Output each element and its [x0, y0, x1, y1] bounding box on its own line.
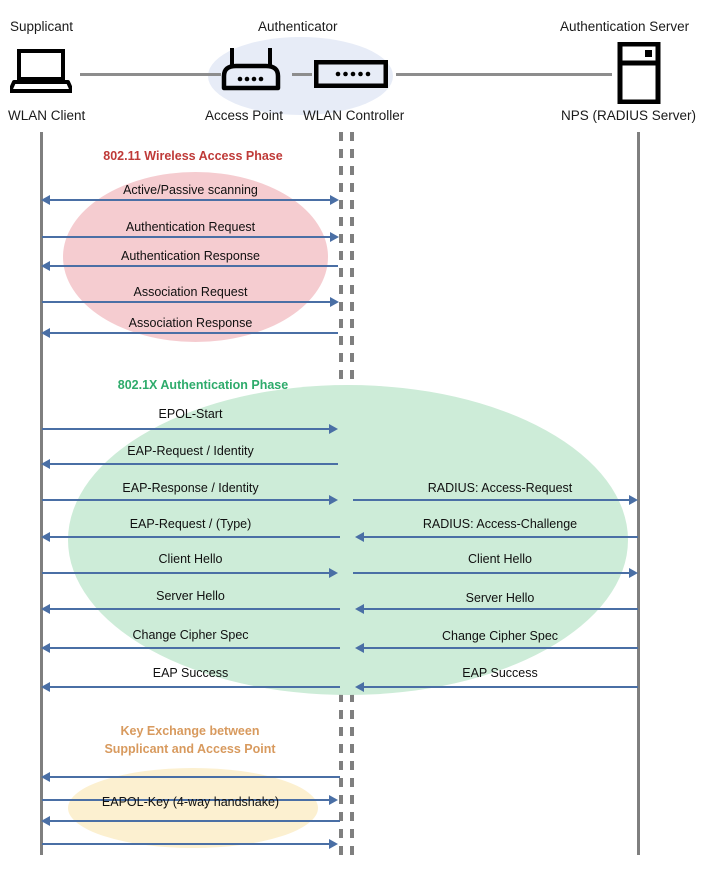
- msg-label-server-hello-left: Server Hello: [156, 589, 225, 603]
- msg-label-active-passive-scanning: Active/Passive scanning: [123, 183, 258, 197]
- msg-arrow-radius-access-challenge: [362, 536, 638, 538]
- msg-label-radius-access-request: RADIUS: Access-Request: [427, 481, 573, 495]
- msg-arrow-epol-start: [42, 428, 330, 430]
- msg-label-client-hello-left: Client Hello: [158, 552, 223, 566]
- authenticator-group-ellipse: [208, 37, 393, 115]
- laptop-icon: [8, 48, 74, 98]
- msg-arrow-association-response: [48, 332, 338, 334]
- msg-arrowhead-client-hello-right: [629, 568, 638, 578]
- msg-label-association-request: Association Request: [133, 285, 248, 299]
- msg-arrowhead-authentication-response: [41, 261, 50, 271]
- msg-label-eap-success-right: EAP Success: [462, 666, 538, 680]
- msg-arrowhead-right-active-passive-scanning: [330, 195, 339, 205]
- msg-label-radius-access-challenge: RADIUS: Access-Challenge: [422, 517, 578, 531]
- msg-arrowhead-eapol-key-4: [329, 839, 338, 849]
- msg-arrowhead-radius-access-challenge: [355, 532, 364, 542]
- msg-arrowhead-client-hello-left: [329, 568, 338, 578]
- msg-label-epol-start: EPOL-Start: [158, 407, 223, 421]
- msg-arrowhead-left-active-passive-scanning: [41, 195, 50, 205]
- access-point-icon: [216, 46, 286, 99]
- msg-arrowhead-epol-start: [329, 424, 338, 434]
- msg-arrowhead-radius-access-request: [629, 495, 638, 505]
- msg-arrow-eapol-key-3: [48, 820, 340, 822]
- msg-label-eap-request-identity: EAP-Request / Identity: [127, 444, 254, 458]
- server-icon: [617, 41, 661, 109]
- msg-arrowhead-eap-request-type: [41, 532, 50, 542]
- msg-arrow-authentication-response: [48, 265, 338, 267]
- msg-arrowhead-eapol-key-3: [41, 816, 50, 826]
- msg-label-change-cipher-spec-right: Change Cipher Spec: [441, 629, 559, 643]
- msg-label-client-hello-right: Client Hello: [468, 552, 532, 566]
- phase-title-80211: 802.11 Wireless Access Phase: [103, 149, 283, 163]
- msg-arrow-authentication-request: [42, 236, 336, 238]
- msg-label-eap-response-identity: EAP-Response / Identity: [122, 481, 259, 495]
- msg-arrow-eap-success-right: [362, 686, 638, 688]
- link-controller-to-server: [396, 73, 612, 76]
- phase-title-key-line1: Key Exchange between: [120, 724, 260, 738]
- msg-arrowhead-authentication-request: [330, 232, 339, 242]
- link-client-to-ap: [80, 73, 221, 76]
- actor-role-authenticator: Authenticator: [258, 19, 338, 34]
- msg-label-association-response: Association Response: [128, 316, 253, 330]
- actor-role-authentication-server: Authentication Server: [560, 19, 690, 34]
- msg-arrow-active-passive-scanning: [48, 199, 336, 201]
- link-ap-to-controller: [292, 73, 312, 76]
- msg-arrowhead-server-hello-left: [41, 604, 50, 614]
- phase-title-key: Key Exchange between Supplicant and Acce…: [90, 722, 290, 758]
- msg-arrow-eap-request-type: [48, 536, 340, 538]
- msg-arrowhead-eap-success-left: [41, 682, 50, 692]
- actor-device-wlan-client: WLAN Client: [8, 108, 86, 123]
- msg-arrowhead-eap-response-identity: [329, 495, 338, 505]
- msg-label-change-cipher-spec-left: Change Cipher Spec: [132, 628, 249, 642]
- phase-title-8021x: 802.1X Authentication Phase: [117, 378, 289, 392]
- msg-arrow-client-hello-left: [42, 572, 330, 574]
- msg-arrow-server-hello-right: [362, 608, 638, 610]
- msg-arrow-eapol-key-1: [48, 776, 340, 778]
- msg-arrowhead-eapol-key-2: [329, 795, 338, 805]
- msg-arrowhead-eapol-key-1: [41, 772, 50, 782]
- msg-arrowhead-eap-request-identity: [41, 459, 50, 469]
- phase-key-ellipse: [68, 768, 318, 848]
- actor-device-nps-radius-server: NPS (RADIUS Server): [561, 108, 697, 123]
- msg-label-eap-request-type: EAP-Request / (Type): [129, 517, 252, 531]
- phase-8021x-ellipse: [68, 385, 628, 695]
- lifeline-supplicant: [40, 132, 43, 855]
- msg-arrowhead-change-cipher-spec-left: [41, 643, 50, 653]
- msg-arrow-eapol-key-2: [42, 799, 330, 801]
- wlan-controller-icon: [313, 59, 389, 93]
- msg-arrowhead-eap-success-right: [355, 682, 364, 692]
- msg-label-server-hello-right: Server Hello: [465, 591, 535, 605]
- msg-arrowhead-change-cipher-spec-right: [355, 643, 364, 653]
- msg-arrow-change-cipher-spec-left: [48, 647, 340, 649]
- msg-arrow-eapol-key-4: [42, 843, 330, 845]
- msg-label-authentication-response: Authentication Response: [121, 249, 260, 263]
- msg-label-authentication-request: Authentication Request: [125, 220, 256, 234]
- msg-label-eapol-key-4way-handshake: EAPOL-Key (4-way handshake): [101, 795, 280, 809]
- phase-title-key-line2: Supplicant and Access Point: [104, 742, 276, 756]
- msg-arrowhead-association-request: [330, 297, 339, 307]
- actor-device-access-point: Access Point: [205, 108, 284, 123]
- msg-arrow-eap-response-identity: [42, 499, 330, 501]
- msg-arrow-server-hello-left: [48, 608, 340, 610]
- msg-label-eap-success-left: EAP Success: [152, 666, 229, 680]
- msg-arrowhead-server-hello-right: [355, 604, 364, 614]
- msg-arrow-eap-success-left: [48, 686, 340, 688]
- msg-arrow-radius-access-request: [353, 499, 630, 501]
- msg-arrow-eap-request-identity: [48, 463, 338, 465]
- msg-arrow-association-request: [42, 301, 336, 303]
- lifeline-authentication-server: [637, 132, 640, 855]
- actor-role-supplicant: Supplicant: [10, 19, 74, 34]
- msg-arrowhead-association-response: [41, 328, 50, 338]
- msg-arrow-change-cipher-spec-right: [362, 647, 638, 649]
- actor-device-wlan-controller: WLAN Controller: [303, 108, 405, 123]
- msg-arrow-client-hello-right: [353, 572, 630, 574]
